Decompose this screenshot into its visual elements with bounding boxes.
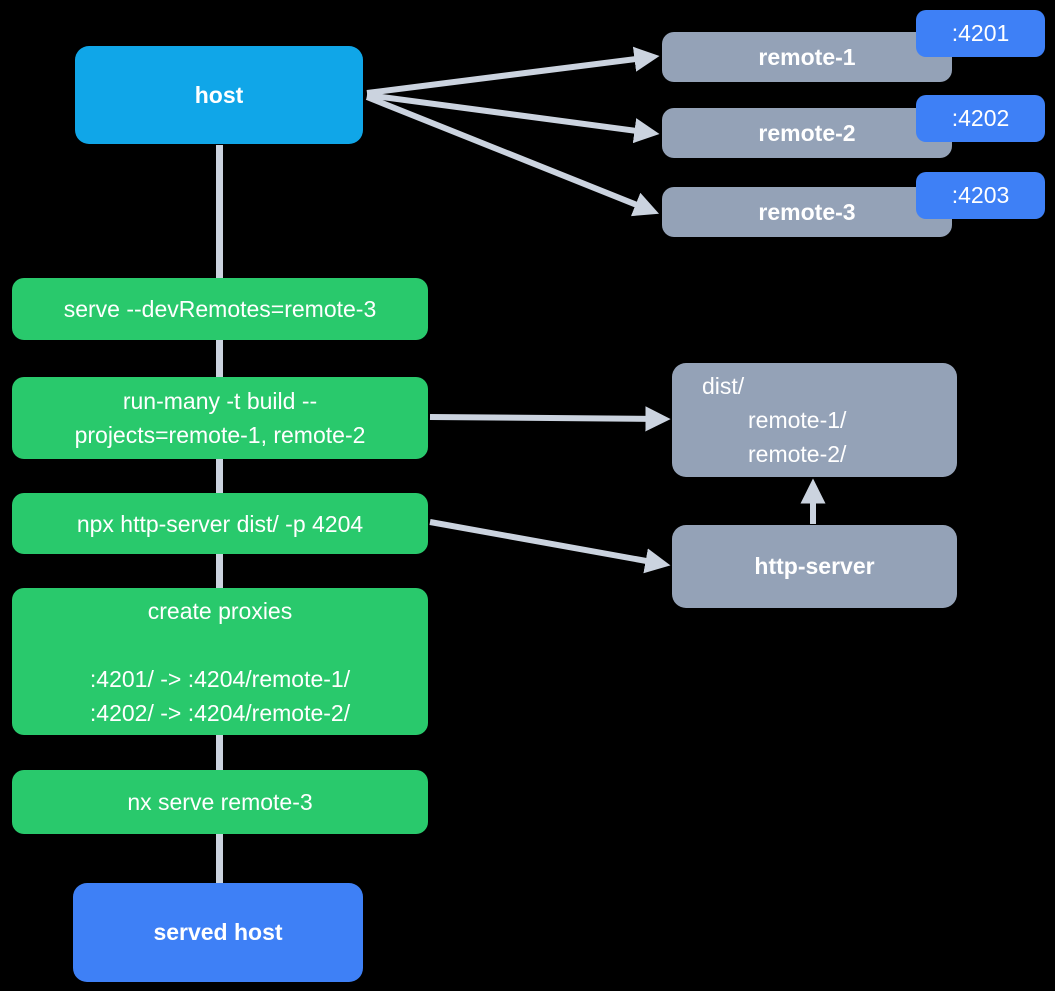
host-label: host: [194, 81, 244, 108]
step-create-proxies: create proxies :4201/ -> :4204/remote-1/…: [12, 588, 428, 735]
step-nx-serve-remote-3-text: nx serve remote-3: [127, 789, 313, 815]
http-server-node: http-server: [672, 525, 957, 608]
step-create-proxies-line-1: :4201/ -> :4204/remote-1/: [89, 665, 351, 692]
remote-2-node: remote-2: [662, 108, 952, 158]
port-badge-4202: :4202: [916, 95, 1045, 142]
dist-folder-remote-1: remote-1/: [748, 407, 847, 433]
step-create-proxies-title: create proxies: [147, 597, 293, 624]
remote-1-node: remote-1: [662, 32, 952, 82]
remote-3-label: remote-3: [758, 198, 856, 225]
port-4203-label: :4203: [951, 182, 1010, 208]
edge-httpserver-cmd-httpserver: [429, 519, 671, 574]
step-serve-devremotes: serve --devRemotes=remote-3: [12, 278, 428, 340]
edge-host-remote-3: [365, 94, 660, 217]
dist-folder-remote-2: remote-2/: [748, 441, 847, 467]
step-serve-devremotes-text: serve --devRemotes=remote-3: [63, 296, 377, 322]
port-badge-4201: :4201: [916, 10, 1045, 57]
edge-build-dist: [429, 406, 671, 432]
remote-3-node: remote-3: [662, 187, 952, 237]
served-host-label: served host: [153, 919, 283, 945]
step-run-many-build: run-many -t build -- projects=remote-1, …: [12, 377, 428, 459]
dist-folder-root: dist/: [702, 373, 745, 399]
step-nx-serve-remote-3: nx serve remote-3: [12, 770, 428, 834]
host-node: host: [75, 46, 363, 144]
step-run-many-build-line-2: projects=remote-1, remote-2: [74, 422, 366, 448]
port-badge-4203: :4203: [916, 172, 1045, 219]
served-host-node: served host: [73, 883, 363, 982]
step-npx-http-server-text: npx http-server dist/ -p 4204: [76, 510, 364, 537]
edge-host-remote-1: [366, 46, 660, 96]
step-run-many-build-line-1: run-many -t build --: [122, 388, 318, 414]
edge-host-remote-2: [366, 92, 660, 144]
step-create-proxies-line-2: :4202/ -> :4204/remote-2/: [89, 699, 351, 726]
dist-folder-node: dist/ remote-1/ remote-2/: [672, 363, 957, 477]
remote-1-label: remote-1: [758, 43, 856, 70]
port-4202-label: :4202: [951, 105, 1010, 131]
http-server-label: http-server: [754, 553, 875, 579]
remote-2-label: remote-2: [758, 119, 856, 146]
step-npx-http-server: npx http-server dist/ -p 4204: [12, 493, 428, 554]
port-4201-label: :4201: [951, 20, 1010, 46]
